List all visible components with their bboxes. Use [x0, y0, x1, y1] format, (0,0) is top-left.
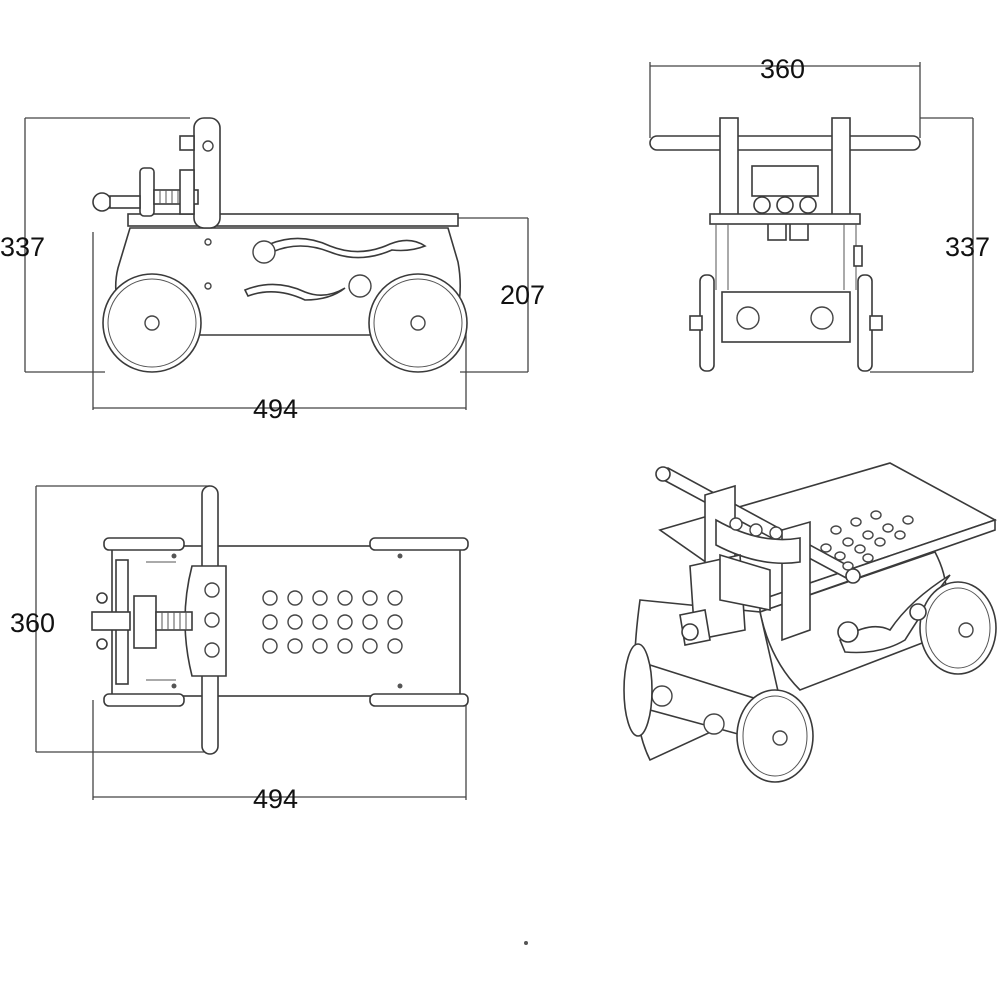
side-view: 337 207 494 — [0, 117, 545, 424]
peg-hole-grid — [262, 590, 403, 654]
iso-peg-holes — [820, 510, 914, 571]
side-length-dimension: 494 — [253, 394, 298, 424]
isometric-view — [623, 462, 997, 783]
body-height-dimension: 207 — [500, 280, 545, 310]
top-depth-dimension: 360 — [10, 608, 55, 638]
front-height-dimension: 337 — [945, 232, 990, 262]
front-view: 360 337 — [649, 54, 990, 373]
top-view: 360 494 — [10, 485, 469, 814]
front-width-dimension: 360 — [760, 54, 805, 84]
top-length-dimension: 494 — [253, 784, 298, 814]
side-height-dimension: 337 — [0, 232, 45, 262]
